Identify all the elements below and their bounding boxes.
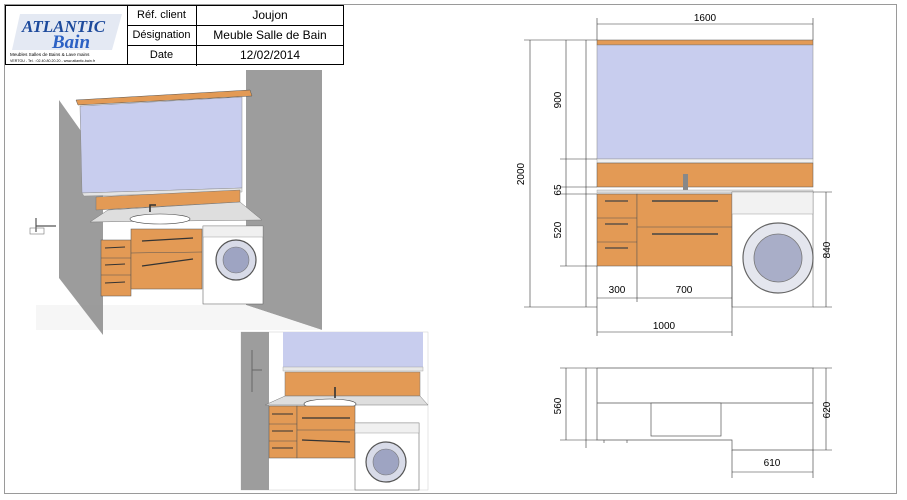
top-shelf: [75, 89, 253, 106]
date-value: 12/02/2014: [239, 48, 301, 62]
elev-cabinet: [636, 193, 733, 267]
dim-drawer-width: 300: [609, 285, 626, 296]
dim-depth-cabinet: 560: [553, 397, 564, 414]
elev-mirror: [596, 44, 814, 160]
logo-art: ATLANTIC Bain Meubles Salles de Bains & …: [6, 6, 127, 64]
mirror-2: [283, 332, 423, 367]
brand-line2: Bain: [51, 32, 90, 53]
dim-total-height: 2000: [516, 162, 527, 185]
right-wall: [246, 70, 322, 330]
ref-row: Réf. client Joujon: [127, 6, 343, 26]
perspective-view-main: [29, 70, 322, 335]
ref-label: Réf. client: [127, 6, 197, 25]
dim-depth-washer: 610: [764, 458, 781, 469]
designation-label: Désignation: [127, 26, 197, 45]
elev-shelf: [596, 39, 814, 46]
date-label: Date: [127, 46, 197, 66]
drawing-frame: [4, 4, 897, 494]
brand-contact: VERTOU - Tel. : 02.40.80.20.20 - www.atl…: [10, 59, 96, 63]
backsplash-2: [284, 371, 421, 397]
dim-backsplash-height: 65: [553, 184, 564, 196]
faucet: [149, 204, 156, 212]
title-block: ATLANTIC Bain Meubles Salles de Bains & …: [5, 5, 344, 66]
dim-total-width: 1600: [694, 13, 717, 24]
ref-value: Joujon: [252, 8, 288, 22]
brand-tagline: Meubles Salles de Bains & Lave mains: [10, 52, 90, 57]
brand-logo: ATLANTIC Bain Meubles Salles de Bains & …: [6, 6, 128, 64]
brand-line1: ATLANTIC: [21, 17, 106, 36]
elev-backsplash: [596, 162, 814, 188]
top-view: 560 620 610: [553, 367, 833, 478]
mirror: [79, 96, 243, 194]
basin: [129, 213, 191, 225]
dim-cabinet-right-width: 700: [676, 285, 693, 296]
perspective-view-secondary: [240, 331, 429, 491]
dim-cabinet-height: 520: [553, 221, 564, 238]
dim-depth-top: 620: [822, 401, 833, 418]
designation-row: Désignation Meuble Salle de Bain: [127, 26, 343, 46]
dim-washer-height: 840: [822, 241, 833, 258]
dim-cabinet-width: 1000: [653, 321, 676, 332]
elev-drawers: [596, 193, 638, 267]
designation-value: Meuble Salle de Bain: [213, 28, 327, 42]
front-elevation: 1600 2000 900 65 520 840 300 700 1000: [516, 13, 833, 336]
dim-mirror-height: 900: [553, 91, 564, 108]
date-row: Date 12/02/2014: [127, 46, 343, 66]
